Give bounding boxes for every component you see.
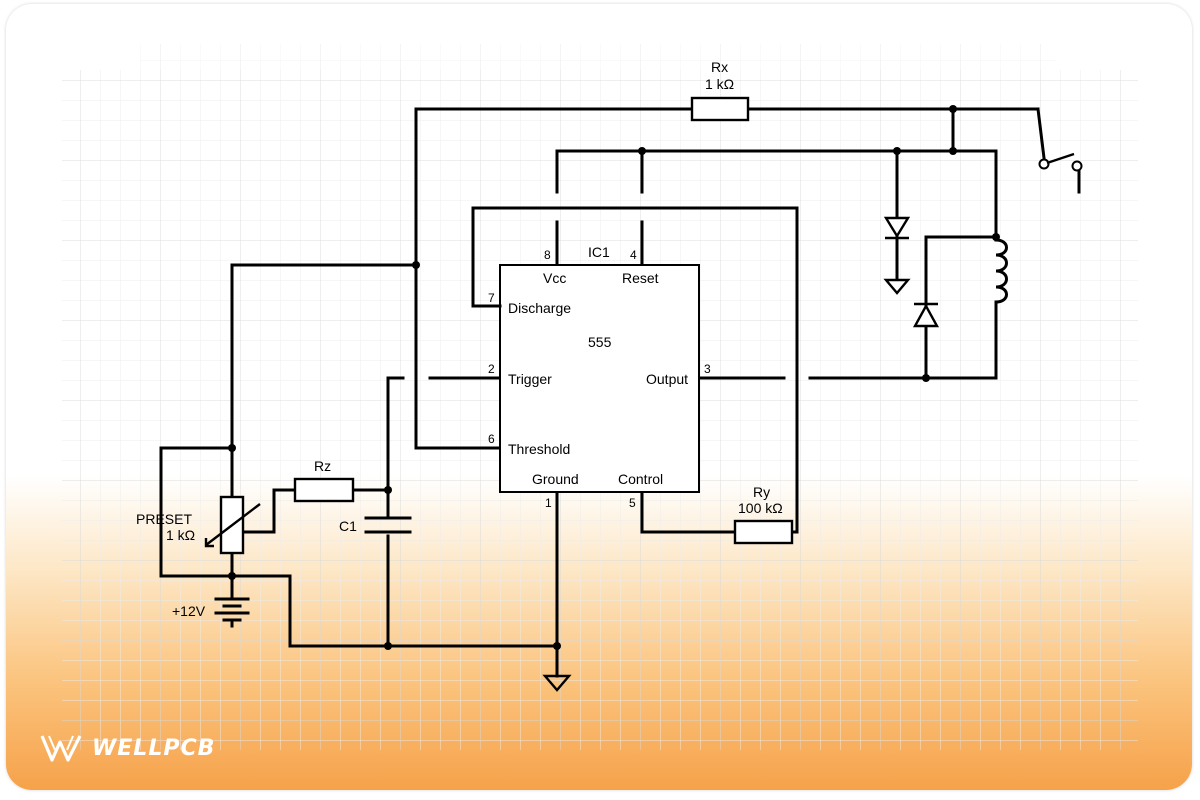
preset-designator: PRESET <box>136 511 192 527</box>
preset-potentiometer-icon: PRESET 1 kΩ <box>136 495 261 555</box>
ic-555: IC1 555 8 Vcc 4 Reset 7 Discharge 2 Trig… <box>488 244 711 510</box>
pin-8-number: 8 <box>544 248 551 262</box>
pin-discharge-label: Discharge <box>508 300 571 316</box>
diagram-frame: IC1 555 8 Vcc 4 Reset 7 Discharge 2 Trig… <box>6 4 1192 790</box>
pin-ground-label: Ground <box>532 471 579 487</box>
rx-value: 1 kΩ <box>705 76 734 92</box>
rx-designator: Rx <box>711 59 728 75</box>
circuit-schematic: IC1 555 8 Vcc 4 Reset 7 Discharge 2 Trig… <box>62 44 1138 750</box>
brand-name: WELLPCB <box>92 735 216 761</box>
battery-icon: +12V <box>172 597 250 628</box>
ic-part-label: 555 <box>588 334 612 350</box>
pin-1-number: 1 <box>545 496 552 510</box>
resistor-rz: Rz <box>293 458 355 503</box>
pin-5-number: 5 <box>629 496 636 510</box>
preset-value: 1 kΩ <box>166 527 195 543</box>
switch-icon <box>1036 107 1083 194</box>
resistor-ry: Ry 100 kΩ <box>733 484 794 545</box>
pin-output-label: Output <box>646 371 688 387</box>
pin-4-number: 4 <box>630 248 637 262</box>
pin-control-label: Control <box>618 471 663 487</box>
pin-2-number: 2 <box>488 362 495 376</box>
pin-trigger-label: Trigger <box>508 371 552 387</box>
grid-top-strip <box>140 44 1056 70</box>
pin-7-number: 7 <box>488 291 495 305</box>
pin-reset-label: Reset <box>622 270 659 286</box>
ground-icon <box>542 674 572 692</box>
pin-vcc-label: Vcc <box>543 270 566 286</box>
rz-designator: Rz <box>314 458 331 474</box>
ry-value: 100 kΩ <box>738 500 783 516</box>
pin-threshold-label: Threshold <box>508 441 570 457</box>
pin-6-number: 6 <box>488 432 495 446</box>
junction-dots <box>228 105 1000 650</box>
resistor-rx: Rx 1 kΩ <box>690 59 750 122</box>
c1-designator: C1 <box>339 518 357 534</box>
ic-designator: IC1 <box>588 244 610 260</box>
brand-logo: WELLPCB <box>40 730 215 766</box>
relay-coil-icon <box>994 238 1008 304</box>
flyback-diode-icon <box>912 302 940 328</box>
diode-to-ground-icon <box>883 216 911 295</box>
capacitor-c1-icon: C1 <box>339 516 412 534</box>
ry-designator: Ry <box>753 484 770 500</box>
wellpcb-logo-icon <box>40 735 82 762</box>
battery-label: +12V <box>172 603 206 619</box>
pin-3-number: 3 <box>704 362 711 376</box>
